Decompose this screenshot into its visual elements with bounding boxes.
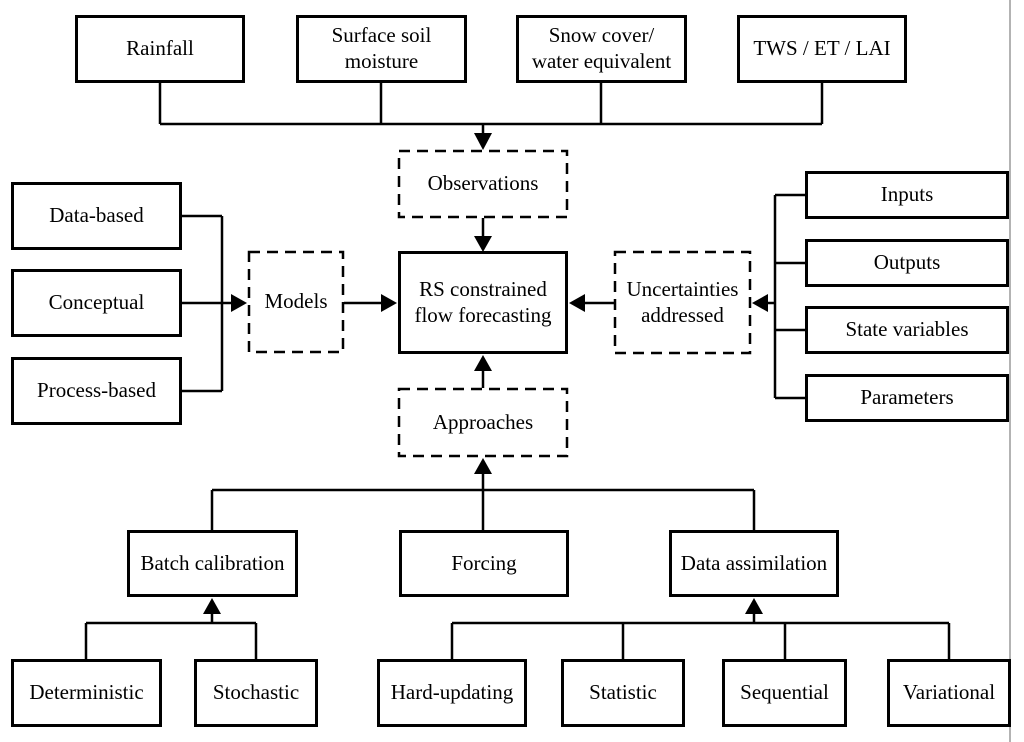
observations-dashed-outline [397,149,569,219]
node-conceptual-label: Conceptual [48,290,145,315]
node-parameters-label: Parameters [860,385,954,410]
node-statistic: Statistic [561,659,685,727]
node-statistic-label: Statistic [589,680,657,705]
node-approaches-label: Approaches [432,409,534,434]
node-approaches: Approaches [398,388,568,457]
node-forcing-label: Forcing [451,550,517,575]
node-inputs-label: Inputs [880,182,934,207]
node-rainfall: Rainfall [75,15,245,83]
node-data-assimilation: Data assimilation [669,530,839,597]
node-variational: Variational [887,659,1011,727]
node-process-based-label: Process-based [37,378,156,403]
node-data-based-label: Data-based [49,203,144,228]
arrow-into-data-assimilation [745,598,763,614]
node-state-variables: State variables [805,306,1009,354]
node-models-label: Models [264,289,328,314]
node-state-variables-label: State variables [845,317,969,342]
connector-calibration-types-bracket [84,601,258,659]
node-batch-calibration: Batch calibration [127,530,298,597]
node-hard-updating-label: Hard-updating [390,680,514,705]
node-snow-cover-water-equivalent-label: Snow cover/ water equivalent [531,23,672,73]
node-snow-cover-water-equivalent: Snow cover/ water equivalent [516,15,687,83]
node-tws-et-lai-label: TWS / ET / LAI [753,36,891,61]
node-uncertainties-addressed: Uncertainties addressed [614,251,751,354]
node-process-based: Process-based [11,357,182,425]
arrow-bracket-into-models [231,294,247,312]
arrow-into-batch-calibration [203,598,221,614]
node-conceptual: Conceptual [11,269,182,337]
node-inputs: Inputs [805,171,1009,219]
connector-assimilation-types-bracket [450,601,951,659]
node-deterministic-label: Deterministic [29,680,144,705]
arrow-approaches-into-center [474,355,492,371]
node-rs-constrained-flow-forecasting: RS constrained flow forecasting [398,251,568,354]
node-outputs: Outputs [805,239,1009,287]
node-data-based: Data-based [11,182,182,250]
node-stochastic-label: Stochastic [212,680,300,705]
node-hard-updating: Hard-updating [377,659,527,727]
node-outputs-label: Outputs [873,250,941,275]
node-observations: Observations [398,150,568,218]
connector-uncertainty-sources-bracket [755,193,805,400]
node-parameters: Parameters [805,374,1009,422]
node-batch-calibration-label: Batch calibration [140,550,285,575]
arrowheads [203,133,768,614]
node-models: Models [248,251,344,353]
models-dashed-outline [247,250,345,354]
node-sequential: Sequential [722,659,847,727]
node-surface-soil-moisture: Surface soil moisture [296,15,467,83]
connector-observation-sources [158,83,824,146]
node-sequential-label: Sequential [740,680,829,705]
connector-model-types-bracket [182,214,244,393]
uncertainties-dashed-outline [613,250,752,355]
node-rainfall-label: Rainfall [126,36,194,61]
node-observations-label: Observations [427,171,539,196]
approaches-dashed-outline [397,387,569,458]
node-data-assimilation-label: Data assimilation [680,550,828,575]
node-stochastic: Stochastic [194,659,318,727]
node-tws-et-lai: TWS / ET / LAI [737,15,907,83]
arrow-into-observations [474,133,492,150]
arrow-bracket-into-uncertainties [752,294,768,312]
connector-approach-types [210,488,756,530]
arrow-uncertainties-into-center [569,294,585,312]
node-rs-constrained-flow-forecasting-label: RS constrained flow forecasting [414,276,552,327]
node-forcing: Forcing [399,530,569,597]
node-variational-label: Variational [902,680,996,705]
node-deterministic: Deterministic [11,659,162,727]
node-uncertainties-addressed-label: Uncertainties addressed [626,276,739,327]
arrow-observations-into-center [474,236,492,252]
arrow-into-approaches [474,458,492,474]
arrow-models-into-center [381,294,397,312]
node-surface-soil-moisture-label: Surface soil moisture [331,23,432,73]
